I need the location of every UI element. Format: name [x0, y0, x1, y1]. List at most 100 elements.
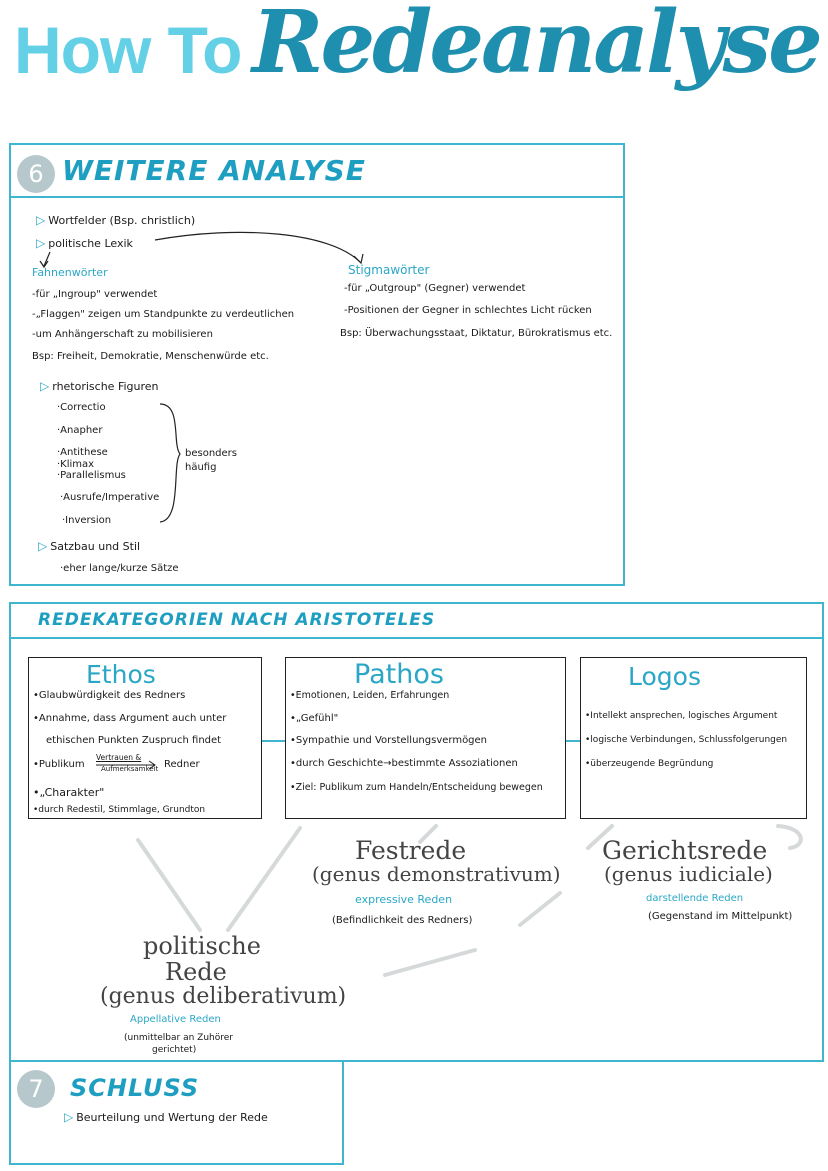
section-6-divider [9, 196, 625, 198]
pathos-title: Pathos [354, 659, 444, 690]
logos-title: Logos [628, 662, 701, 691]
fahnen-example: Bsp: Freiheit, Demokratie, Menschenwürde… [32, 351, 269, 362]
pathos-item: •durch Geschichte→bestimmte Assoziatione… [290, 758, 518, 769]
ethos-title: Ethos [86, 660, 156, 689]
aristoteles-frame [9, 602, 824, 1062]
connector-line [262, 740, 286, 742]
ethos-box [28, 657, 262, 819]
aristoteles-heading: REDEKATEGORIEN NACH ARISTOTELES [38, 610, 436, 630]
gerichtsrede-type: darstellende Reden [646, 893, 744, 904]
gray-line [518, 891, 562, 927]
figure-item: ·Anapher [57, 425, 103, 436]
festrede-desc: (Befindlichkeit des Redners) [332, 915, 473, 926]
wortfelder-text: Wortfelder (Bsp. christlich) [48, 214, 196, 227]
ethos-item: •„Charakter" [33, 786, 105, 799]
arrow-to-fahnen [43, 251, 51, 267]
gerichtsrede-desc: (Gegenstand im Mittelpunkt) [648, 911, 793, 922]
logos-item: •logische Verbindungen, Schlussfolgerung… [585, 735, 788, 745]
ethos-item: •Publikum [33, 759, 85, 770]
section-7-heading: SCHLUSS [70, 1074, 200, 1102]
section-number-6: 6 [17, 155, 55, 193]
schluss-text: Beurteilung und Wertung der Rede [76, 1111, 268, 1124]
figures-note: besonders häufig [185, 448, 237, 473]
brace-icon [159, 403, 181, 523]
figure-item: ·Correctio [57, 402, 106, 413]
figure-item: ·Antithese [57, 447, 108, 458]
section-6-frame [9, 143, 625, 586]
saetze-item: ·eher lange/kurze Sätze [60, 563, 179, 574]
stigma-item: -für „Outgroup" (Gegner) verwendet [344, 283, 526, 294]
lexik-arrows [39, 231, 364, 269]
ethos-item: •Annahme, dass Argument auch unter [33, 713, 227, 724]
title-how: How To [14, 13, 242, 87]
figure-item: ·Inversion [62, 515, 112, 526]
gray-line [136, 838, 202, 932]
figure-item: ·Klimax [57, 459, 95, 470]
stigma-item: -Positionen der Gegner in schlechtes Lic… [344, 305, 592, 316]
arrowhead-icon [353, 253, 364, 265]
ethos-item: Redner [164, 759, 200, 770]
stigma-example: Bsp: Überwachungsstaat, Diktatur, Bürokr… [340, 328, 613, 339]
logos-box [580, 657, 807, 819]
ethos-item: ethischen Punkten Zuspruch findet [46, 735, 222, 746]
ethos-item: •Glaubwürdigkeit des Redners [33, 690, 186, 701]
rhet-item: ▷rhetorische Figuren [40, 379, 159, 393]
pathos-item: •Sympathie und Vorstellungsvermögen [290, 735, 488, 746]
festrede-title: Festrede [355, 836, 467, 865]
pathos-item: •„Gefühl" [290, 713, 339, 724]
triangle-bullet-icon: ▷ [40, 379, 50, 393]
gray-line [776, 824, 803, 850]
pathos-box [285, 657, 566, 819]
section-7-frame [9, 1062, 344, 1165]
fahnen-item: -um Anhängerschaft zu mobilisieren [32, 329, 213, 340]
ethos-arrow-label: Vertrauen & [96, 753, 142, 762]
festrede-type: expressive Reden [355, 893, 453, 906]
lexik-item: ▷politische Lexik [36, 236, 133, 250]
pathos-item: •Ziel: Publikum zum Handeln/Entscheidung… [290, 782, 543, 793]
ethos-item: •durch Redestil, Stimmlage, Grundton [33, 805, 206, 815]
aristoteles-divider [9, 637, 824, 639]
gray-line [383, 948, 477, 977]
triangle-bullet-icon: ▷ [64, 1110, 74, 1124]
rhet-label: rhetorische Figuren [52, 380, 159, 393]
gray-line [226, 826, 302, 932]
politische-rede-type: Appellative Reden [130, 1014, 221, 1025]
satzbau-text: Satzbau und Stil [50, 540, 141, 553]
schluss-item: ▷Beurteilung und Wertung der Rede [64, 1110, 268, 1124]
figures-brace [159, 403, 181, 523]
fahnen-label: Fahnenwörter [32, 266, 108, 279]
logos-item: •überzeugende Begründung [585, 759, 714, 769]
connector-line [566, 740, 580, 742]
festrede-genus: (genus demonstrativum) [312, 862, 561, 886]
politische-rede-desc: (unmittelbar an Zuhörer [124, 1033, 233, 1043]
fahnen-item: -„Flaggen" zeigen um Standpunkte zu verd… [32, 309, 295, 320]
page-title: Redeanalyse [252, 0, 823, 93]
politische-rede-title-2: Rede [165, 958, 227, 986]
figure-item: ·Ausrufe/Imperative [60, 492, 160, 503]
triangle-bullet-icon: ▷ [38, 539, 48, 553]
satzbau-item: ▷Satzbau und Stil [38, 539, 140, 553]
wortfelder-item: ▷Wortfelder (Bsp. christlich) [36, 213, 195, 227]
ethos-arrow-label: Aufmerksamkeit [101, 765, 159, 773]
arrow-to-stigma [154, 231, 361, 263]
logos-item: •Intellekt ansprechen, logisches Argumen… [585, 711, 778, 721]
politische-rede-genus: (genus deliberativum) [100, 984, 347, 1009]
politische-rede-desc-2: gerichtet) [152, 1045, 197, 1055]
gerichtsrede-genus: (genus iudiciale) [604, 862, 773, 886]
stigma-label: Stigmawörter [348, 263, 430, 277]
gray-line [418, 824, 438, 844]
section-6-heading: WEITERE ANALYSE [62, 154, 366, 187]
ethos-arrow-icon [96, 760, 156, 770]
gerichtsrede-title: Gerichtsrede [602, 836, 768, 865]
arrowhead-icon [39, 260, 49, 269]
figure-item: ·Parallelismus [57, 470, 126, 481]
gray-line [586, 824, 614, 850]
pathos-item: •Emotionen, Leiden, Erfahrungen [290, 690, 450, 701]
fahnen-item: -für „Ingroup" verwendet [32, 289, 158, 300]
politische-rede-title: politische [143, 932, 261, 960]
section-number-7: 7 [17, 1070, 55, 1108]
triangle-bullet-icon: ▷ [36, 213, 46, 227]
lexik-text: politische Lexik [48, 237, 133, 250]
triangle-bullet-icon: ▷ [36, 236, 46, 250]
